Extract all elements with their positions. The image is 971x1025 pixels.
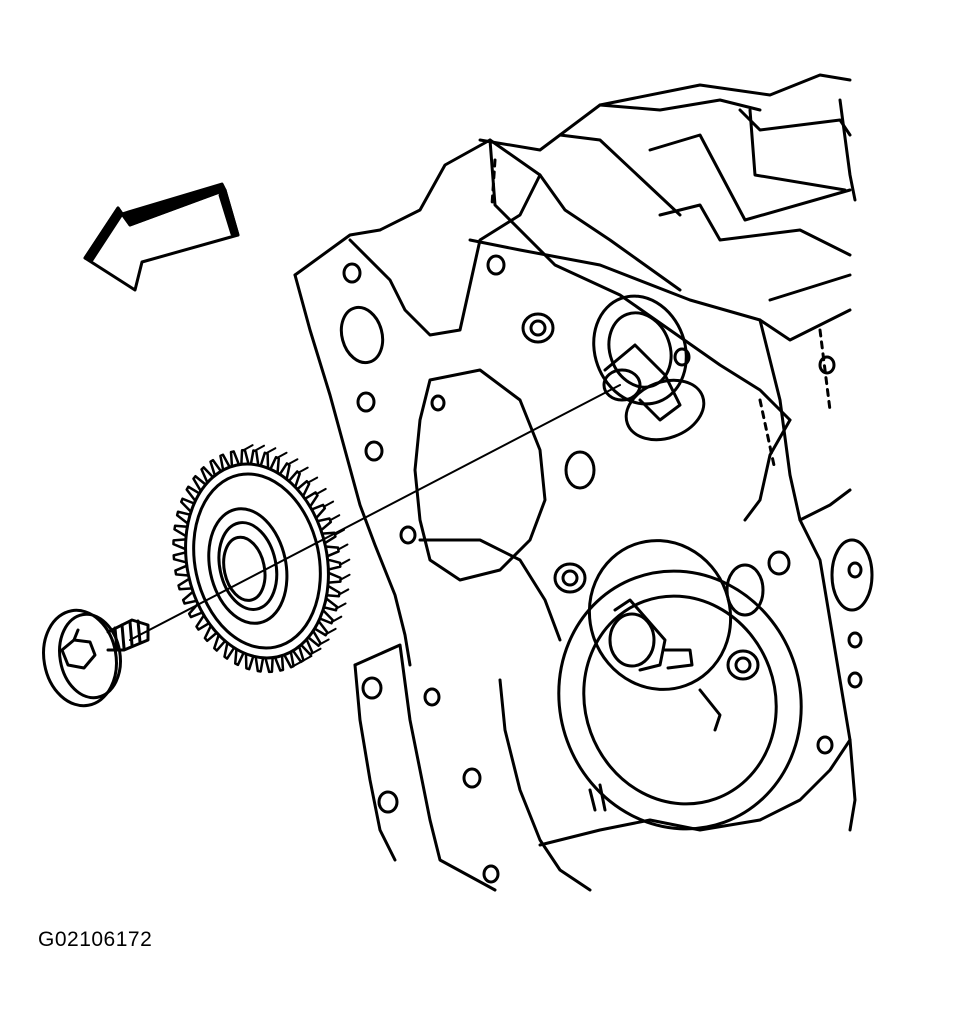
gear-tooth-face <box>265 447 277 455</box>
bolt-head-icon <box>553 562 587 594</box>
gear-tooth-face <box>287 458 299 466</box>
engine-block-front-cover-icon <box>293 73 874 892</box>
gear-tooth-face <box>335 602 347 610</box>
gear-tooth-ring <box>172 448 342 674</box>
gear-tooth-face <box>329 514 341 522</box>
gear-tooth-face <box>322 500 335 508</box>
gear-tooth-face <box>338 588 350 596</box>
figure-id-label: G02106172 <box>38 928 153 951</box>
installation-axis-line <box>129 384 621 641</box>
bolt-head-icon <box>521 312 555 344</box>
gear-tooth-face <box>242 444 254 452</box>
gear-tooth-face <box>301 655 313 663</box>
gear-tooth-face <box>291 660 303 668</box>
direction-arrow-icon <box>83 182 240 292</box>
gear-tooth-face <box>337 543 349 551</box>
gear-tooth-face <box>297 466 309 474</box>
flange-bolt-icon <box>42 608 150 708</box>
gear-tooth-face <box>310 647 322 655</box>
gear-tooth-face <box>318 638 330 646</box>
gear-tooth-face <box>333 528 346 536</box>
gear-tooth-face <box>315 487 327 495</box>
gear-tooth-face <box>253 444 265 452</box>
gear-tooth-face <box>325 627 337 635</box>
gear-tooth-face <box>339 558 351 566</box>
gear-tooth-face <box>331 615 343 623</box>
gear-tooth-face <box>307 476 319 484</box>
idler-gear-icon <box>172 444 351 674</box>
bolt-head-icon <box>726 649 760 681</box>
gear-tooth-face <box>276 451 288 459</box>
gear-tooth-face <box>339 573 351 581</box>
